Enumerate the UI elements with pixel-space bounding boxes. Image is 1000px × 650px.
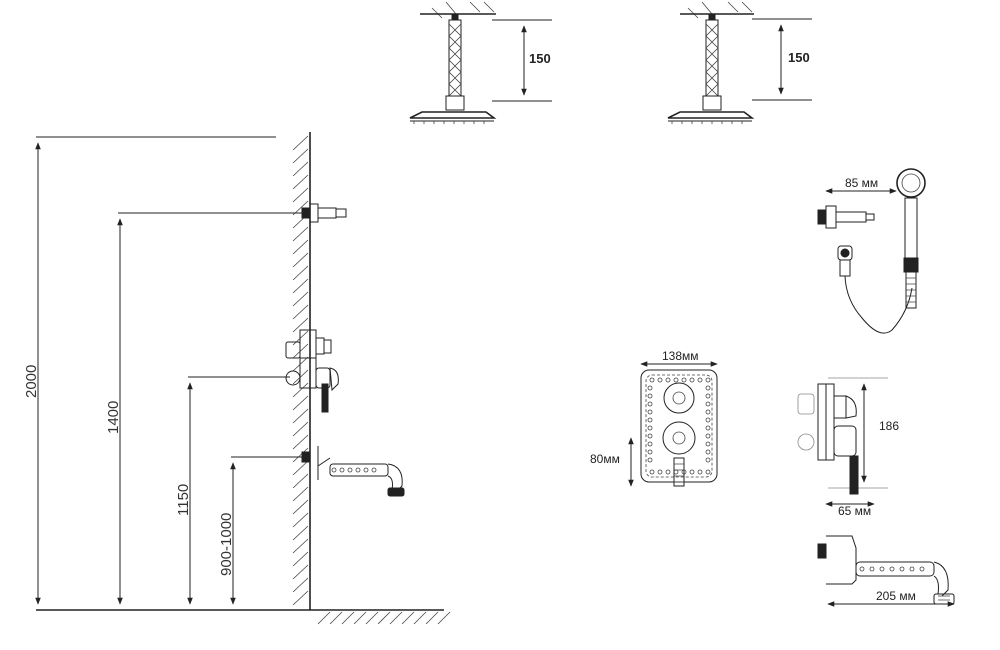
spout-side-view: 205 мм — [817, 535, 955, 607]
dim-spout-length: 205 мм — [876, 589, 916, 603]
dim-spout-height: 900-1000 — [218, 513, 235, 576]
dim-mixer-plate-offset: 80мм — [590, 452, 620, 466]
dim-rain-shower-1: 150 — [529, 51, 551, 66]
dim-mixer-depth: 186 — [879, 419, 899, 433]
dim-mixer-plate-width: 138мм — [662, 349, 699, 363]
dim-hand-shower-holder: 85 мм — [845, 176, 878, 190]
hand-shower-kit: 85 мм — [817, 168, 926, 334]
dim-rain-shower-2: 150 — [788, 50, 810, 65]
wall-shower-arm — [301, 203, 347, 223]
mixer-plate: 138мм 80мм — [590, 349, 718, 487]
wall-installation: 2000 1400 1150 900-1000 — [23, 132, 451, 625]
dim-shower-arm-height: 1400 — [105, 401, 122, 434]
dim-mixer-projection: 65 мм — [838, 504, 871, 518]
dim-total-height: 2000 — [23, 365, 40, 398]
floor-hatch — [317, 611, 451, 625]
rain-shower-head-1: 150 — [409, 1, 552, 124]
wall-spout — [301, 446, 405, 497]
mixer-side-view: 186 65 мм — [797, 377, 899, 518]
rain-shower-head-2: 150 — [667, 1, 812, 124]
dim-mixer-height: 1150 — [175, 484, 192, 516]
ceiling-hatch-2 — [687, 1, 753, 19]
wall-mixer — [285, 329, 339, 413]
ceiling-hatch-1 — [431, 1, 495, 19]
wall-hatch — [292, 135, 309, 606]
plate-ornament — [647, 377, 711, 475]
